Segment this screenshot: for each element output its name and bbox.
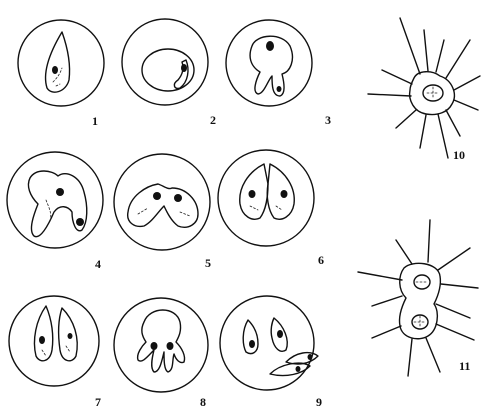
free-parasite (270, 363, 310, 375)
parasite-granules (42, 346, 70, 356)
panel-1: 1 (18, 20, 104, 128)
parasite-nucleus (56, 188, 64, 196)
parasite-nucleus (174, 194, 182, 202)
panel-9: 9 (220, 296, 322, 409)
panel-label: 4 (95, 257, 101, 271)
parasite-crescent (174, 60, 188, 88)
cell-outline (218, 150, 314, 246)
panel-label: 5 (205, 256, 211, 270)
parasite-granules (46, 200, 51, 222)
parasite-body (45, 32, 69, 92)
panel-label: 10 (453, 148, 465, 162)
parasite-nucleus (153, 192, 161, 200)
panel-6: 6 (218, 150, 324, 267)
panel-label: 2 (210, 113, 216, 127)
cell-processes (368, 18, 480, 158)
parasite-nucleus (249, 340, 255, 348)
cell-outline (9, 296, 99, 386)
parasite-left (34, 306, 52, 361)
parasite-nucleus (52, 66, 58, 74)
panel-2: 2 (122, 19, 216, 127)
parasite-body (28, 171, 86, 237)
cell-processes (358, 220, 478, 376)
cell-outline (122, 19, 208, 105)
parasite-granules (138, 208, 190, 216)
panel-10: 10 (368, 18, 480, 162)
panel-label: 3 (325, 113, 331, 127)
panel-label: 7 (95, 395, 101, 409)
panel-label: 11 (459, 359, 470, 373)
parasite-nucleus (181, 64, 187, 72)
parasite-right (267, 164, 294, 219)
parasite-body (138, 310, 185, 372)
parasite-nucleus (151, 342, 158, 350)
parasite-nucleus (167, 342, 174, 350)
parasite-nucleus (68, 333, 73, 339)
panel-5: 5 (114, 154, 211, 270)
cell-outline (114, 298, 208, 392)
parasite-nucleus (76, 218, 84, 226)
nucleus-pattern (427, 87, 439, 99)
panel-label: 9 (316, 395, 322, 409)
parasite-nucleus (281, 190, 288, 198)
cell-outline (7, 152, 103, 248)
panel-label: 6 (318, 253, 324, 267)
parasite-body (128, 184, 198, 227)
panel-label: 8 (200, 395, 206, 409)
parasite-nucleus (266, 41, 274, 51)
panel-7: 7 (9, 296, 101, 409)
panel-label: 1 (92, 114, 98, 128)
parasite-nucleus (39, 336, 45, 344)
cell-outline (226, 20, 312, 106)
cell-outline (220, 296, 314, 390)
parasite-nucleus (296, 366, 301, 372)
panel-8: 8 (114, 298, 208, 409)
panel-3: 3 (226, 20, 331, 127)
panel-4: 4 (7, 152, 103, 271)
parasite-left (243, 320, 258, 354)
panel-11: 11 (358, 220, 478, 376)
parasite-nucleus (249, 190, 256, 198)
parasite-nucleus (308, 354, 313, 360)
parasite-nucleus (277, 330, 283, 338)
parasite-nucleus (277, 86, 282, 92)
